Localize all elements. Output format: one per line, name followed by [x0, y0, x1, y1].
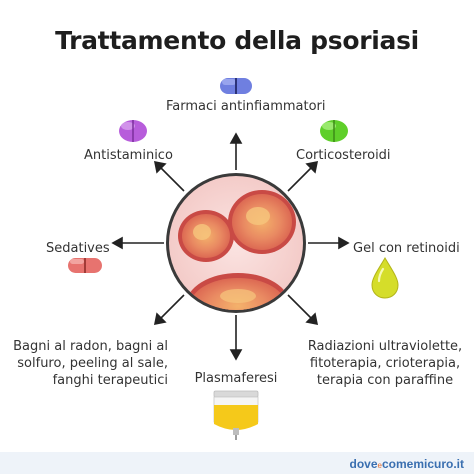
arrow-bottom-right	[287, 294, 313, 320]
page-title: Trattamento della psoriasi	[55, 26, 419, 55]
label-corticosteroidi: Corticosteroidi	[296, 148, 391, 163]
brand-suffix: comemicuro	[381, 457, 454, 471]
arrow-top-right	[287, 166, 313, 192]
label-bagni: Bagni al radon, bagni al solfuro, peelin…	[13, 339, 168, 388]
arrow-top-left	[159, 166, 185, 192]
plasma-bag-icon	[213, 390, 259, 440]
blue-capsule-pill-icon	[220, 78, 252, 94]
brand-small: e	[377, 461, 382, 470]
label-plasmaferesi: Plasmaferesi	[194, 371, 278, 386]
brand-logo[interactable]: doveecomemicuro.it	[350, 457, 465, 471]
red-capsule-pill-icon	[68, 258, 102, 273]
purple-round-pill-icon	[119, 120, 147, 142]
label-sedatives: Sedatives	[46, 241, 110, 256]
label-gel-con-retinoidi: Gel con retinoidi	[353, 241, 460, 256]
label-farmaci-antinfiammatori: Farmaci antinfiammatori	[166, 99, 326, 114]
brand-prefix: dove	[349, 457, 378, 471]
green-round-pill-icon	[320, 120, 348, 142]
footer: doveecomemicuro.it	[0, 452, 474, 474]
label-radiazioni: Radiazioni ultraviolette, fitoterapia, c…	[307, 339, 463, 388]
psoriasis-skin-icon	[166, 173, 306, 313]
label-antistaminico: Antistaminico	[84, 148, 173, 163]
arrow-bottom-left	[159, 294, 185, 320]
gel-drop-icon	[371, 257, 399, 299]
arrows	[111, 132, 350, 361]
brand-tld: .it	[453, 457, 464, 471]
